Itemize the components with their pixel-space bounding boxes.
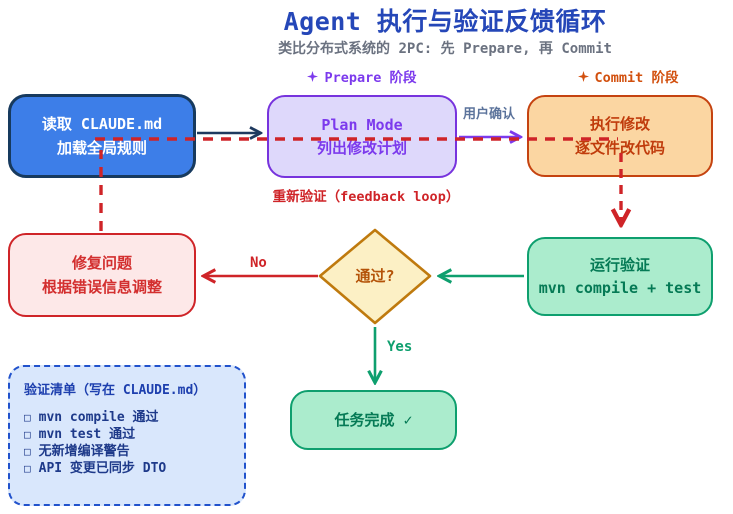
node-run-verification: 运行验证 mvn compile + test (527, 237, 713, 316)
node-verify-line1: 运行验证 (589, 255, 650, 274)
node-task-complete: 任务完成 ✓ (290, 390, 457, 450)
edge-label-user-confirm: 用户确认 (462, 107, 515, 122)
checkbox-icon: □ (24, 411, 31, 424)
decision-pass-label: 通过? (355, 267, 395, 285)
edge-label-feedback-loop: 重新验证（feedback loop） (272, 189, 460, 205)
sparkle-icon (307, 70, 319, 82)
node-plan-mode: Plan Mode 列出修改计划 (267, 95, 457, 178)
page-title: Agent 执行与验证反馈循环 (283, 7, 607, 36)
checkbox-icon: □ (24, 445, 31, 458)
prepare-stage-text: Prepare 阶段 (324, 70, 417, 86)
node-verify-line2: mvn compile + test (538, 279, 702, 297)
commit-stage-text: Commit 阶段 (594, 70, 679, 86)
checklist-title: 验证清单（写在 CLAUDE.md） (24, 383, 207, 398)
node-fix-line1: 修复问题 (71, 254, 132, 273)
node-exec-line1: 执行修改 (589, 115, 650, 134)
checklist-item-text: API 变更已同步 DTO (38, 461, 167, 476)
node-plan-line2: 列出修改计划 (316, 139, 407, 157)
prepare-stage-label: Prepare 阶段 (277, 66, 447, 86)
node-fix-line2: 根据错误信息调整 (41, 277, 162, 296)
edge-label-no: No (250, 255, 267, 271)
page-subtitle: 类比分布式系统的 2PC: 先 Prepare, 再 Commit (278, 41, 612, 57)
checklist-item-text: mvn compile 通过 (38, 410, 159, 425)
checklist-item: □ API 变更已同步 DTO (24, 460, 232, 477)
node-execute-changes: 执行修改 逐文件改代码 (527, 95, 713, 177)
verification-checklist-note: 验证清单（写在 CLAUDE.md） □ mvn compile 通过 □ mv… (8, 365, 246, 506)
checkbox-icon: □ (24, 462, 31, 475)
node-done-label: 任务完成 ✓ (334, 410, 413, 429)
node-read-claude-md: 读取 CLAUDE.md 加载全局规则 (8, 94, 196, 178)
node-plan-line1: Plan Mode (321, 115, 403, 134)
checklist-item: □ mvn test 通过 (24, 426, 232, 443)
sparkle-icon (577, 70, 589, 82)
checklist-item: □ mvn compile 通过 (24, 409, 232, 426)
checklist-item-text: 无新增编译警告 (38, 444, 130, 459)
checklist-item-text: mvn test 通过 (38, 427, 136, 442)
checkbox-icon: □ (24, 428, 31, 441)
commit-stage-label: Commit 阶段 (543, 66, 713, 86)
node-read-line2: 加载全局规则 (56, 138, 147, 157)
node-exec-line2: 逐文件改代码 (574, 138, 665, 157)
edge-label-yes: Yes (387, 339, 413, 355)
node-read-line1: 读取 CLAUDE.md (41, 115, 163, 134)
node-fix-issues: 修复问题 根据错误信息调整 (8, 233, 196, 317)
checklist-item: □ 无新增编译警告 (24, 443, 232, 460)
